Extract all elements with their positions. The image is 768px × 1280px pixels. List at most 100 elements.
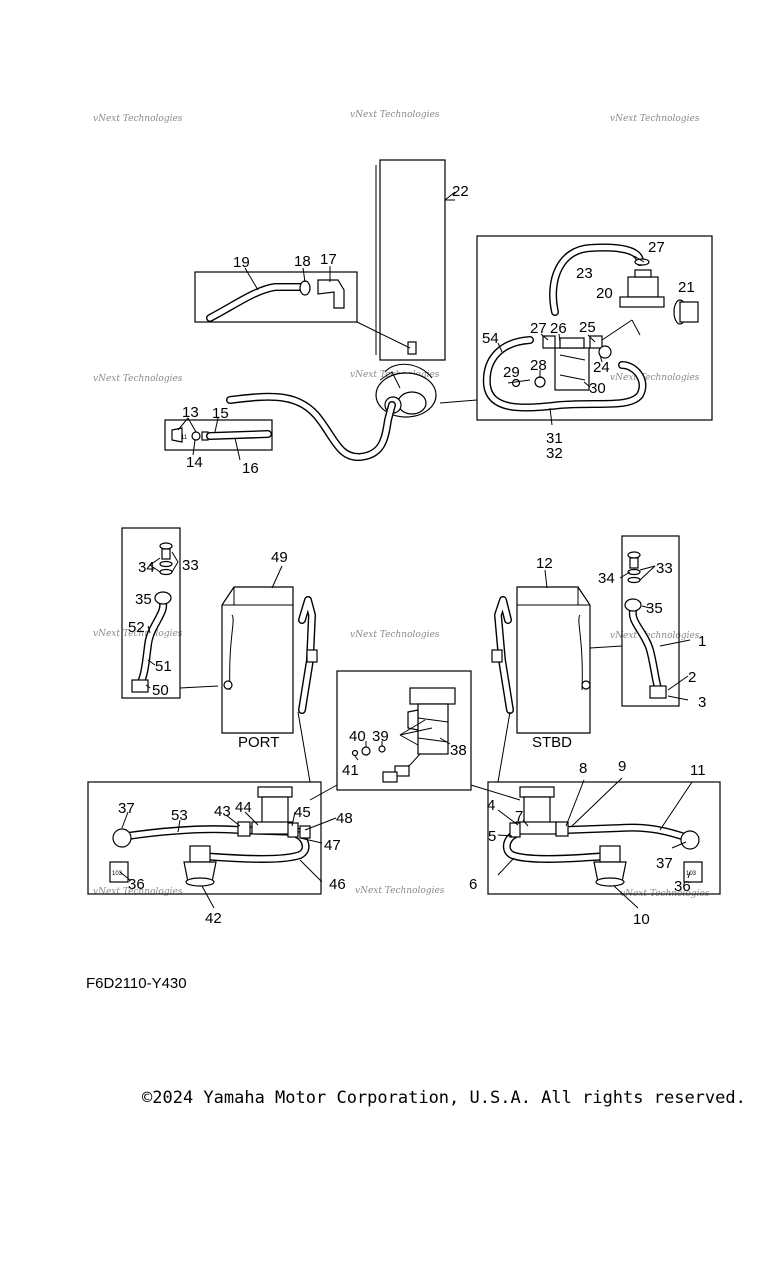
callout-35: 35 [135,591,152,608]
watermark: vNext Technologies [350,630,440,640]
callout-1: 1 [698,633,706,650]
callout-10: 10 [633,911,650,928]
callout-32: 32 [546,445,563,462]
callout-9: 9 [618,758,626,775]
stbd-fitting-33 [627,551,641,584]
callout-37: 37 [118,800,135,817]
callout-42: 42 [205,910,222,927]
detail-box-pump-38 [336,670,472,791]
callout-47: 47 [324,837,341,854]
callout-26: 26 [550,320,567,337]
watermark: vNext Technologies [93,887,183,897]
callout-41: 41 [342,762,359,779]
callout-53: 53 [171,807,188,824]
copyright-notice: ©2024 Yamaha Motor Corporation, U.S.A. A… [142,1088,746,1108]
port-fitting-33 [159,542,173,576]
callout-13: 13 [182,404,199,421]
watermark: vNext Technologies [610,631,700,641]
callout-34: 34 [598,570,615,587]
callout-43: 43 [214,803,231,820]
stbd-tank-12 [491,586,591,734]
callout-37: 37 [656,855,673,872]
watermark: vNext Technologies [610,373,700,383]
fitting-21 [673,299,699,325]
callout-36: 36 [674,878,691,895]
callout-4: 4 [487,797,495,814]
callout-8: 8 [579,760,587,777]
callout-29: 29 [503,364,520,381]
callout-40: 40 [349,728,366,745]
callout-5: 5 [488,828,496,845]
callout-45: 45 [294,804,311,821]
watermark: vNext Technologies [93,629,183,639]
callout-17: 17 [320,251,337,268]
port-pump-assembly [237,786,311,839]
section-label-stbd: STBD [532,734,572,751]
stbd-strainer-10 [593,845,627,887]
callout-20: 20 [596,285,613,302]
callout-27: 27 [530,320,547,337]
callout-34: 34 [138,559,155,576]
callout-labels: 1 2 3 4 5 6 7 8 9 10 11 12 13 14 15 16 1… [118,183,706,928]
callout-50: 50 [152,682,169,699]
stbd-pump-assembly [509,786,569,838]
detail-box-stbd-hose [621,535,680,707]
watermark: vNext Technologies [355,886,445,896]
callout-3: 3 [698,694,706,711]
fitting-20 [619,258,665,308]
svg-text:103: 103 [112,871,123,877]
pump-38 [382,687,456,783]
callout-16: 16 [242,460,259,477]
watermark: vNext Technologies [350,110,440,120]
callout-44: 44 [235,799,252,816]
port-tank-49 [221,586,318,734]
callout-2: 2 [688,669,696,686]
callout-33: 33 [182,557,199,574]
callout-7: 7 [515,808,523,825]
callout-15: 15 [212,405,229,422]
bilge-pump-30 [554,337,590,391]
detail-box-bilge-pump [476,235,713,421]
detail-box-hose-19 [194,271,358,323]
callout-27: 27 [648,239,665,256]
callout-31: 31 [546,430,563,447]
callout-12: 12 [536,555,553,572]
detail-box-stbd-pump [487,781,721,895]
callout-49: 49 [271,549,288,566]
callout-28: 28 [530,357,547,374]
detail-box-fitting-13 [164,419,273,451]
callout-22: 22 [452,183,469,200]
callout-51: 51 [155,658,172,675]
callout-18: 18 [294,253,311,270]
svg-text:103: 103 [686,871,697,877]
callout-11: 11 [690,762,706,779]
callout-19: 19 [233,254,250,271]
callout-14: 14 [186,454,203,471]
callout-30: 30 [589,380,606,397]
callout-48: 48 [336,810,353,827]
callout-46: 46 [329,876,346,893]
figure-code: F6D2110-Y430 [86,975,187,992]
callout-54: 54 [482,330,499,347]
watermark: vNext Technologies [610,114,700,124]
section-label-port: PORT [238,734,279,751]
callout-24: 24 [593,359,610,376]
callout-35: 35 [646,600,663,617]
callout-36: 36 [128,876,145,893]
port-strainer-42 [183,845,217,887]
tank-22 [375,159,455,361]
watermark: vNext Technologies [93,374,183,384]
callout-6: 6 [469,876,477,893]
callout-25: 25 [579,319,596,336]
svg-text:11: 11 [181,435,188,441]
detail-box-port-pump [87,781,322,895]
callout-23: 23 [576,265,593,282]
callout-33: 33 [656,560,673,577]
callout-38: 38 [450,742,467,759]
detail-box-port-hose [121,527,181,699]
callout-39: 39 [372,728,389,745]
watermark: vNext Technologies [93,114,183,124]
callout-52: 52 [128,619,145,636]
callout-21: 21 [678,279,695,296]
